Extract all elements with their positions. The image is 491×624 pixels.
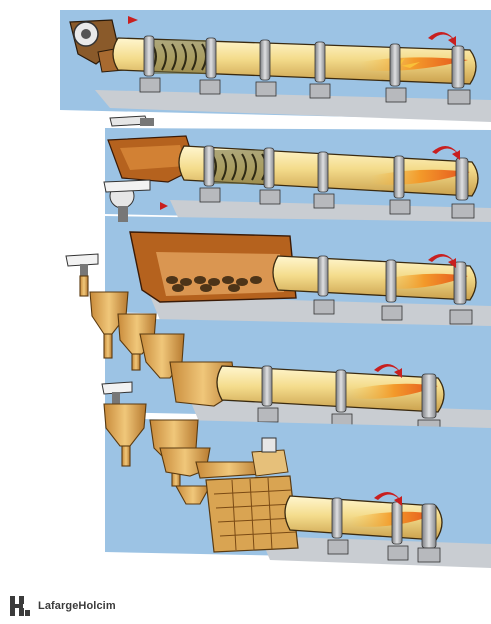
hopper-icon: [66, 254, 98, 276]
hopper-icon: [110, 116, 154, 126]
chain-section-2: [210, 150, 266, 184]
chain-section-1: [150, 40, 208, 74]
kiln-process-illustration: [0, 0, 491, 590]
brand-name: LafargeHolcim: [38, 600, 116, 612]
brand-logo: LafargeHolcim: [10, 596, 116, 616]
panel-1-wet-kiln: [60, 10, 491, 122]
panel-2-semiwet-kiln: [105, 116, 491, 232]
lafargeholcim-logo-icon: [10, 596, 30, 616]
